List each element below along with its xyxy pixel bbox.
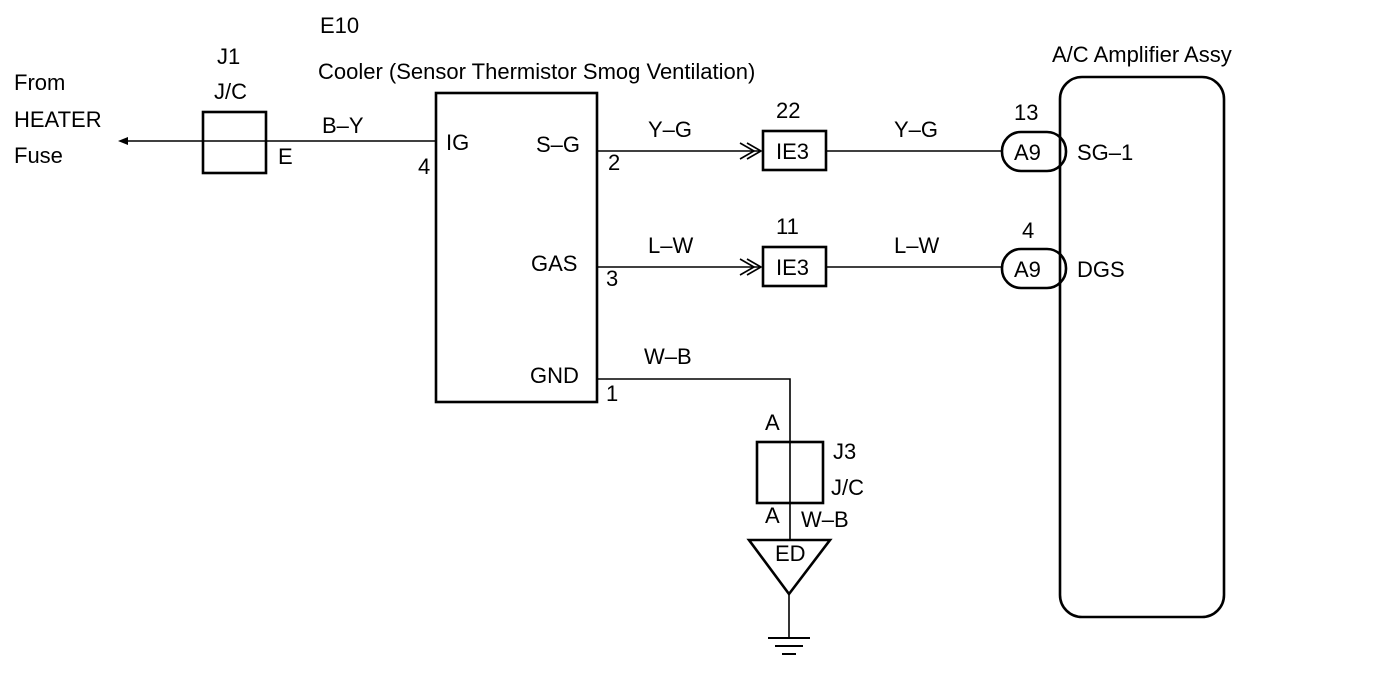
source-from-label: From <box>14 70 65 95</box>
amplifier-box <box>1058 75 1226 619</box>
a9-top-label: A9 <box>1014 140 1041 165</box>
source-heater-label: HEATER <box>14 107 102 132</box>
a9-top-oval <box>1000 130 1068 173</box>
j1-type: J/C <box>214 79 247 104</box>
j3-id: J3 <box>833 439 856 464</box>
ie3-top-pin: 22 <box>776 98 800 123</box>
amplifier-pin-sg1: SG–1 <box>1077 140 1133 165</box>
component-e10: E10 Cooler (Sensor Thermistor Smog Venti… <box>318 13 755 406</box>
e10-pin-ig-label: IG <box>446 130 469 155</box>
e10-name: Cooler (Sensor Thermistor Smog Ventilati… <box>318 59 755 84</box>
a9-top-pin: 13 <box>1014 100 1038 125</box>
amplifier-name: A/C Amplifier Assy <box>1052 42 1232 67</box>
a9-mid-label: A9 <box>1014 257 1041 282</box>
component-ac-amplifier: A/C Amplifier Assy SG–1 DGS <box>1052 42 1232 619</box>
wire-row-l-w: L–W IE3 11 L–W A9 4 <box>597 214 1068 290</box>
ie3-top-label: IE3 <box>776 139 809 164</box>
e10-pin-gas-label: GAS <box>531 251 577 276</box>
e10-pin-gnd-number: 1 <box>606 381 618 406</box>
e10-pin-ig-number: 4 <box>418 154 430 179</box>
wire-w-b-bottom-label: W–B <box>801 507 849 532</box>
wire-w-b-top <box>597 378 791 540</box>
wire-w-b-top-label: W–B <box>644 344 692 369</box>
wire-row-y-g: Y–G IE3 22 Y–G A9 13 <box>597 98 1068 173</box>
e10-pin-gnd-label: GND <box>530 363 579 388</box>
j3-box <box>755 440 825 505</box>
connector-chevron-icon <box>739 258 763 276</box>
e10-pin-gas-number: 3 <box>606 266 618 291</box>
e10-box <box>434 91 599 404</box>
ie3-mid-label: IE3 <box>776 255 809 280</box>
ground-symbol-icon <box>768 637 810 655</box>
e10-pin-sg-number: 2 <box>608 150 620 175</box>
j3-type: J/C <box>831 475 864 500</box>
wire-y-g-right-label: Y–G <box>894 117 938 142</box>
e10-id: E10 <box>320 13 359 38</box>
wire-l-w-right-label: L–W <box>894 233 939 258</box>
j3-pin-top: A <box>765 410 780 435</box>
wire-w-b-ground: W–B A J3 J/C A W–B ED <box>597 344 864 655</box>
ie3-mid-pin: 11 <box>776 214 799 239</box>
ground-triangle-icon <box>746 538 833 597</box>
j1-id: J1 <box>217 44 240 69</box>
amplifier-pin-dgs: DGS <box>1077 257 1125 282</box>
connector-chevron-icon <box>739 142 763 160</box>
j3-pin-bottom: A <box>765 503 780 528</box>
j1-pin: E <box>278 144 293 169</box>
junction-j1: J1 J/C E <box>201 44 293 175</box>
j1-box <box>201 110 268 175</box>
wire-y-g-left-label: Y–G <box>648 117 692 142</box>
a9-mid-pin: 4 <box>1022 218 1034 243</box>
source-arrow-icon <box>118 137 128 145</box>
ground-ed-label: ED <box>775 541 806 566</box>
wire-l-w-left-label: L–W <box>648 233 693 258</box>
a9-mid-oval <box>1000 247 1068 290</box>
source-fuse-label: Fuse <box>14 143 63 168</box>
heater-fuse-source: From HEATER Fuse <box>14 70 128 168</box>
wire-b-y-label: B–Y <box>322 113 364 138</box>
e10-pin-sg-label: S–G <box>536 132 580 157</box>
